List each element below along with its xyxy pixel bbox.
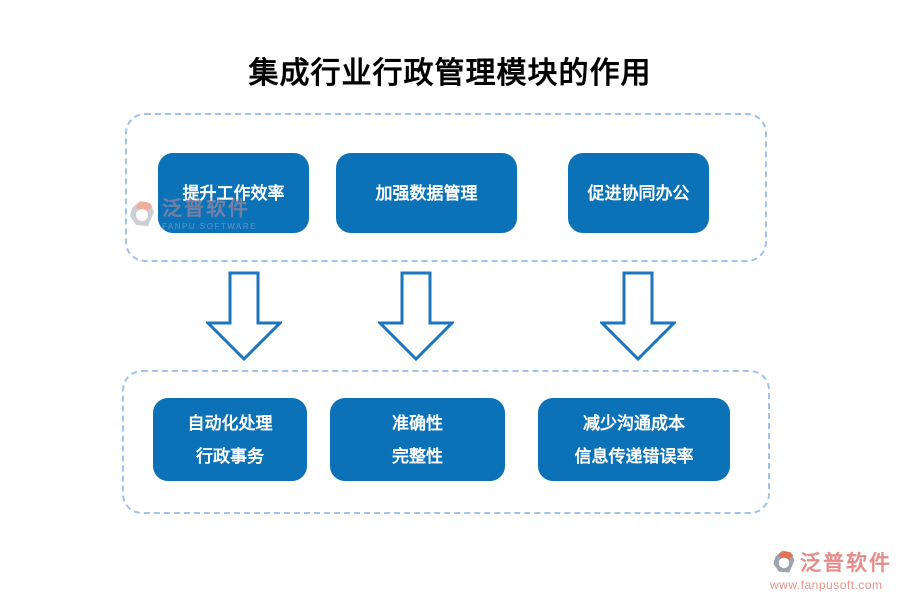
flow-node-collaboration: 促进协同办公: [568, 153, 709, 233]
watermark-bottom-right: 泛普软件 www.fanpusoft.com: [770, 547, 892, 592]
flow-node-label-line1: 准确性: [392, 413, 443, 433]
watermark-brand-text: 泛普软件: [162, 198, 250, 220]
flow-node-label-line2: 行政事务: [196, 446, 264, 466]
down-arrow-icon: [600, 271, 676, 361]
fanpu-logo-icon: [130, 201, 154, 226]
flow-node-work-efficiency: 提升工作效率: [158, 153, 309, 233]
flow-node-data-management: 加强数据管理: [336, 153, 517, 233]
flow-node-communication-cost: 减少沟通成本 信息传递错误率: [538, 398, 730, 481]
watermark-url-text: www.fanpusoft.com: [770, 578, 883, 592]
fanpu-logo-icon: [773, 550, 795, 573]
flow-node-label-line2: 信息传递错误率: [574, 446, 694, 466]
flow-node-accuracy: 准确性 完整性: [330, 398, 505, 481]
watermark-brand-text: 泛普软件: [800, 552, 892, 575]
flow-node-label-line1: 减少沟通成本: [583, 413, 685, 433]
flow-node-automation: 自动化处理 行政事务: [153, 398, 307, 481]
flow-node-label: 促进协同办公: [587, 183, 690, 203]
flow-node-label-line2: 完整性: [392, 446, 443, 466]
watermark-brand-en-text: FANPU SOFTWARE: [162, 222, 257, 231]
down-arrow-icon: [378, 271, 454, 361]
flow-node-label-line1: 自动化处理: [187, 413, 273, 433]
flow-node-label: 加强数据管理: [375, 183, 478, 203]
down-arrow-icon: [206, 271, 282, 361]
diagram-title: 集成行业行政管理模块的作用: [248, 56, 652, 91]
watermark-top-left: 泛普软件 FANPU SOFTWARE: [126, 198, 257, 231]
flow-node-label: 提升工作效率: [182, 183, 285, 203]
